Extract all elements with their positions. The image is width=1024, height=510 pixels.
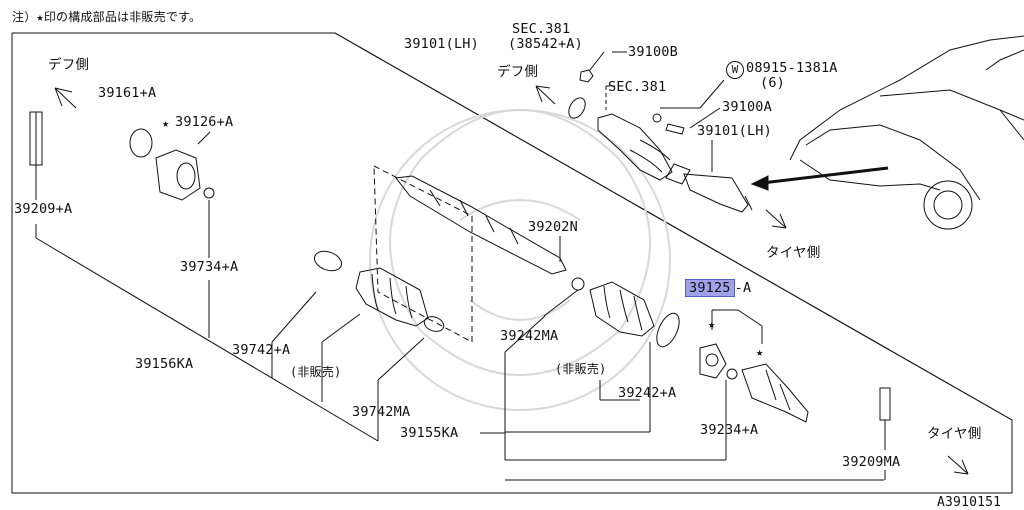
oil-seal <box>568 97 586 119</box>
nut-39100b <box>579 69 594 83</box>
arrow-tire-lower <box>947 455 969 475</box>
star-icon: ★ <box>756 345 764 359</box>
direction-diff-left: デフ側 <box>48 57 90 73</box>
label-39125a[interactable]: 39125-A <box>685 279 752 297</box>
star-icon: ★ <box>708 317 716 331</box>
bolt-39100a <box>665 123 685 135</box>
label-39101lh[interactable]: 39101(LH) <box>697 123 772 139</box>
damper-39209ma <box>879 387 891 421</box>
note-text: 注）★印の構成部品は非販売です。 <box>12 10 202 24</box>
label-sec381-a[interactable]: SEC.381 <box>512 21 571 37</box>
cover-39161a <box>129 128 153 158</box>
housing-39126a <box>155 149 201 201</box>
joint-39125a <box>699 343 727 379</box>
label-39209a[interactable]: 39209+A <box>14 201 73 217</box>
figure-code: A3910151 <box>937 495 1002 510</box>
shaft-39202n <box>395 175 567 275</box>
label-39742ma[interactable]: 39742MA <box>352 404 411 420</box>
label-39126a[interactable]: 39126+A <box>175 114 234 130</box>
car-wheel <box>923 180 973 230</box>
label-39234a[interactable]: 39234+A <box>700 422 759 438</box>
label-39125a-highlight[interactable]: 39125 <box>685 279 735 297</box>
label-39155ka[interactable]: 39155KA <box>400 425 459 441</box>
label-sec381-b[interactable]: SEC.381 <box>608 79 667 95</box>
direction-tire-lower: タイヤ側 <box>927 426 982 442</box>
label-39100a[interactable]: 39100A <box>722 99 772 115</box>
label-39742a[interactable]: 39742+A <box>232 342 291 358</box>
direction-diff-upper: デフ側 <box>497 64 539 80</box>
band-39742a <box>313 250 343 272</box>
boot-right <box>589 281 655 337</box>
clip-right <box>571 277 585 291</box>
arrow-diff-left <box>54 87 77 109</box>
washer <box>652 113 662 123</box>
outer-joint-lower <box>741 363 809 423</box>
washer-symbol-icon: W <box>726 61 744 79</box>
label-qty6: (6) <box>760 75 785 91</box>
label-08915[interactable]: 08915-1381A <box>746 60 838 76</box>
label-39161a[interactable]: 39161+A <box>98 85 157 101</box>
watermark-emblem <box>369 109 671 411</box>
arrow-diff-upper <box>535 85 556 105</box>
label-39101lh-top[interactable]: 39101(LH) <box>404 36 479 52</box>
damper-39209a <box>29 111 43 166</box>
label-39156ka[interactable]: 39156KA <box>135 356 194 372</box>
band-39742ma <box>423 316 445 332</box>
label-39202n[interactable]: 39202N <box>528 219 578 235</box>
car-body <box>789 35 1024 161</box>
circlip-lower <box>726 368 738 380</box>
label-38542a[interactable]: (38542+A) <box>508 36 583 52</box>
label-39734a[interactable]: 39734+A <box>180 259 239 275</box>
direction-tire-upper: タイヤ側 <box>766 245 821 261</box>
label-39100b[interactable]: 39100B <box>628 44 678 60</box>
label-39242a[interactable]: 39242+A <box>618 385 677 401</box>
frame-divider <box>334 32 1013 421</box>
arrow-tire-upper <box>765 209 787 229</box>
boot-left <box>355 267 429 327</box>
outer-joint-upper <box>683 173 749 213</box>
label-39209ma[interactable]: 39209MA <box>842 454 901 470</box>
circlip-39734a <box>203 187 215 199</box>
label-not-sold-b: (非販売) <box>555 362 607 376</box>
inner-joint-upper <box>597 113 673 181</box>
star-icon: ★ <box>162 116 170 130</box>
label-39125a-suffix: -A <box>734 280 752 296</box>
label-not-sold-a: (非販売) <box>290 365 342 379</box>
label-39242ma[interactable]: 39242MA <box>500 328 559 344</box>
band-39242a <box>656 312 680 348</box>
frame-outline <box>11 32 1013 494</box>
